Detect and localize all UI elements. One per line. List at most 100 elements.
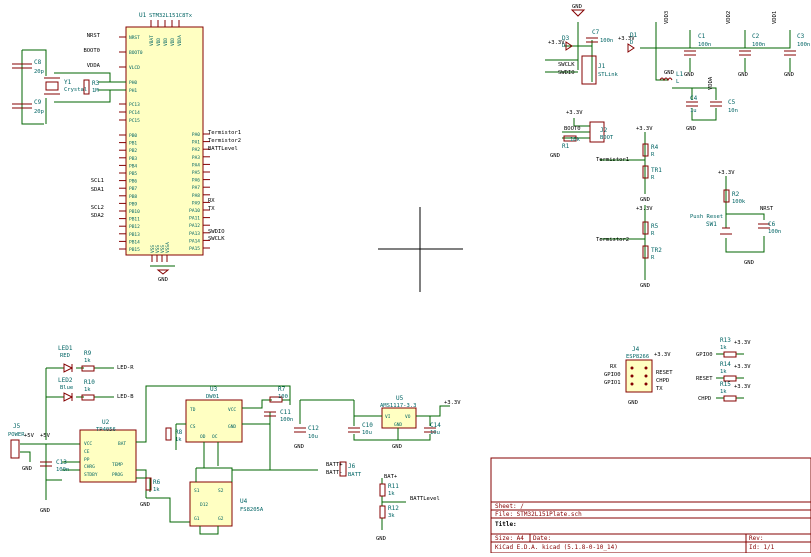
esp-gnd: GND [628,400,638,406]
u4-ref: U4 [240,498,248,505]
pullup-plus33-1: +3.3V [734,340,751,346]
j4-body [625,359,653,393]
protection-block[interactable]: U3 DW01 TD VCC CS OD OC GND R7 100 C11 1… [175,386,354,535]
mcu-left-pin-ph1: PH1 [129,88,137,94]
vdda-gnd-wire [691,108,717,121]
y1-body [45,81,59,91]
j1-ref: J1 [598,63,606,70]
esp-pin-5 [630,382,634,386]
led1-ref: LED1 [58,345,73,352]
r15-ref: R15 [720,381,731,388]
crystal-y1[interactable]: Y1 Crystal [44,77,87,95]
r11-body [379,483,386,497]
divider-block[interactable]: BAT+ R11 1k BATTLevel R12 3k GND [376,474,440,542]
thermistor-wires [600,132,646,280]
j5-body [10,439,20,459]
title-title: Title: [495,521,517,528]
u3-pin-cs: CS [190,424,196,430]
regulator-block[interactable]: U5 AMS1117-3.3 VI VO GND C10 10u C14 10u… [348,395,461,450]
r2-ref: R2 [732,191,740,198]
led-block[interactable]: LED1 RED LED2 Blue R9 1k R10 1k LED-R LE… [45,345,134,440]
r6-body [145,477,152,491]
u2-pin-stdby: STDBY [84,472,98,478]
esp-right-chpd: CHPD [656,378,669,384]
r6-value: 1k [153,487,160,493]
boot-gnd: GND [550,153,560,159]
u4-body [189,481,233,527]
r8-ref: R8 [175,429,183,436]
mcu-left-pin-pb10: PB10 [129,209,140,215]
stlink-gnd-symbol [570,9,586,17]
mcu-left-pin-pb12: PB12 [129,224,140,230]
led2-ref: LED2 [58,377,73,384]
u2-wires [136,385,291,523]
title-block: Sheet: / File: STM32L151Plate.sch Title:… [490,457,811,554]
capacitor-c8[interactable]: C8 20p [12,59,44,75]
net-label-scl2: SCL2 [91,205,104,211]
esp-pin-6 [644,382,648,386]
esp-pin-2 [644,366,648,370]
tr2-body [642,245,649,259]
divider-wires [381,478,406,530]
mcu-right-pins: PA0PA1PA2PA3PA4PA5PA6PA7PA8PA9PA10PA11PA… [189,132,210,252]
th-plus33-1: +3.3V [636,126,653,132]
boot-plus33: +3.3V [566,110,583,116]
charger-gnd: GND [140,502,150,508]
crystal-block[interactable] [21,49,126,125]
esp-left-rx: RX [610,364,617,370]
boot-block[interactable]: J2 BOOT +3.3V BOOT0 R1 10k GND [550,110,614,159]
stlink-block[interactable] [545,22,593,82]
c5-value: 10n [728,108,738,114]
net-label-battlevel: BATTLevel [208,146,238,152]
r5-value: R [651,231,655,237]
r13-ref: R13 [720,337,731,344]
battery-block[interactable]: J6 BATT BATT+ BATT- [326,461,362,478]
u3-pin-vcc: VCC [228,407,236,413]
u2-pin-vcc: VCC [84,441,92,447]
charger-u2[interactable]: U2 TP4056 VCC CE PP CHRG STDBY BAT TEMP … [79,385,291,523]
u2-pin-pp: PP [84,457,90,463]
u3-body [185,399,243,443]
plus5v-1: +5V [24,433,35,439]
c5-ref: C5 [728,99,736,106]
power-filter-components[interactable]: +3.3V D1 D C1 100n C2 100n C3 100n VDD3 … [618,11,810,132]
mcu-ref: U1 [139,12,147,19]
thermistor-block[interactable]: +3.3V +3.3V R4 R TR1 R GND R5 R TR2 R GN… [596,126,662,289]
r3-ref: R3 [92,80,100,87]
r9-value: 1k [84,358,91,364]
esp-left-gpio0: GPIO0 [604,372,621,378]
r4-ref: R4 [651,144,659,151]
stlink-pin-swclk: SWCLK [558,62,575,68]
c6-value: 100n [768,229,781,235]
d1-triangle [627,43,635,53]
u4-pin-s1: S1 [194,488,200,494]
mcu-body [125,26,204,256]
stlink-components[interactable]: GND D3 D C7 100n +3.3V J1 STLink SWCLK S… [548,4,619,85]
tr2-ref: TR2 [651,247,662,254]
power-filter-block[interactable] [640,22,791,121]
reset-net: NRST [760,206,774,212]
r15-value: 1k [720,389,727,395]
title-date: Date: [533,535,551,542]
reset-block[interactable]: +3.3V R2 100k NRST Push Reset SW1 C6 100… [690,170,781,266]
capacitor-c9[interactable]: C9 20p [12,99,44,115]
c11-ref: C11 [280,409,291,416]
power-input-block[interactable]: J5 POWER +5V +5V C13 100n GND GND [8,423,82,514]
u2-pin-ce: CE [84,449,90,455]
j4-ref: J4 [632,346,640,353]
reset-gnd: GND [744,260,754,266]
mcu-right-pin-pa15: PA15 [189,246,200,252]
esp-block[interactable]: J4 ESP8266 +3.3V RX GPIO0 GPIO1 RESET CH… [604,346,673,406]
resistor-r3[interactable]: R3 1M [83,79,100,95]
sw1-contacts [720,227,732,235]
mcu-right-pin-pa2: PA2 [192,147,200,153]
mcu-right-pin-pa7: PA7 [192,185,200,191]
mcu-left-pin-pb7: PB7 [129,186,137,192]
pullups-block[interactable]: GPIO0 R13 1k +3.3V RESET R14 1k +3.3V CH… [696,337,751,402]
r7-body [269,396,283,403]
u3-pin-oc: OC [212,434,218,440]
c9-ref: C9 [34,99,42,106]
